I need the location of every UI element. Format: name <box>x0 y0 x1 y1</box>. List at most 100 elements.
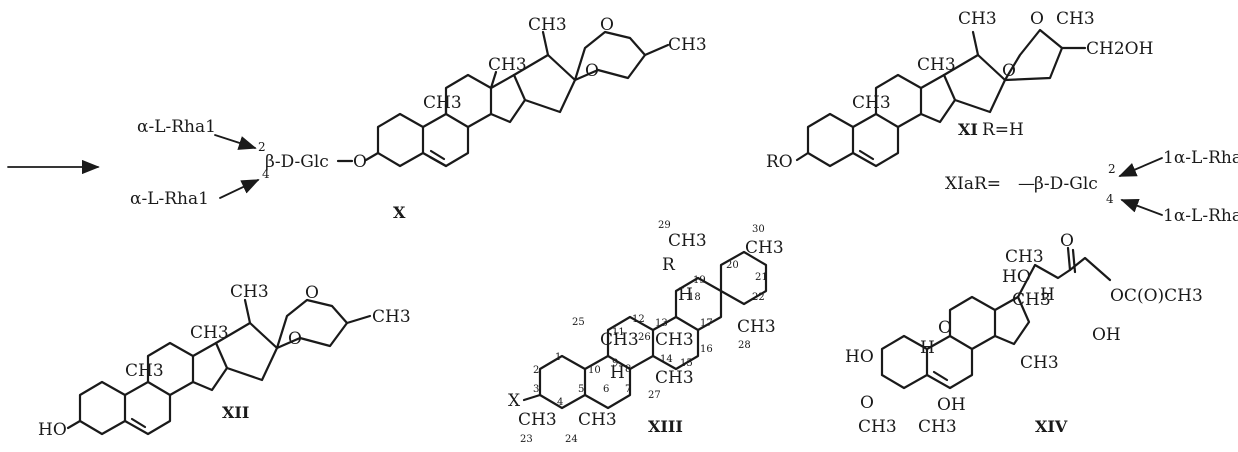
xi-r-def: R=H <box>982 120 1024 140</box>
xiv-ester: OC(O)CH3 <box>1110 286 1203 306</box>
xiii-num-24: 24 <box>565 434 578 445</box>
xi-ch3-18: CH3 <box>917 55 956 75</box>
xiii-ch3-27: CH3 <box>655 368 694 388</box>
xiii-num-18: 18 <box>688 292 701 303</box>
xia-arrow-top <box>1118 157 1163 177</box>
xiii-label: XIII <box>648 417 683 436</box>
xia-link-4: 4 <box>1106 192 1114 206</box>
xii-o-ring-top: O <box>305 283 319 303</box>
xiii-num-20: 20 <box>726 260 739 271</box>
xiii-ch3-23: CH3 <box>518 410 557 430</box>
xiv-ring-c <box>948 295 997 351</box>
xiii-ring-b <box>583 354 632 410</box>
xii-ring-d <box>191 341 229 392</box>
x-sugar-bottom: α-L-Rha1 <box>130 189 209 209</box>
xiii-num-9: 9 <box>612 358 618 369</box>
xiii-num-4: 4 <box>557 397 563 408</box>
x-sugar-top: α-L-Rha1 <box>137 117 216 137</box>
xi-ring-c <box>874 73 923 129</box>
xi-ch3-21: CH3 <box>958 9 997 29</box>
x-ring-a <box>376 112 425 168</box>
x-link-arrow-bottom <box>219 179 260 199</box>
xiii-num-6: 6 <box>603 384 609 395</box>
xiii-ch3-24: CH3 <box>578 410 617 430</box>
xiii-h9: H <box>610 363 625 383</box>
xiv-oh11: OH <box>937 395 966 415</box>
xii-label: XII <box>222 403 249 422</box>
xiv-ch3-e: CH3 <box>918 417 957 437</box>
x-o-ring-side: O <box>585 61 599 81</box>
xii-ho: HO <box>38 420 67 440</box>
xiii-num-12: 12 <box>632 314 645 325</box>
xiii-num-13: 13 <box>655 318 668 329</box>
molecule-x: α-L-Rha1 α-L-Rha1 2 4 β-D-Glc O CH3 CH3 … <box>130 15 707 222</box>
xi-ch3-25: CH3 <box>1056 9 1095 29</box>
xiv-ring-b <box>925 334 974 390</box>
xiv-ho2: HO <box>845 347 874 367</box>
xiii-num-1: 1 <box>555 352 561 363</box>
xiii-num-30: 30 <box>752 224 765 235</box>
xi-ring-b <box>851 112 900 168</box>
xi-ring-f <box>1003 28 1064 82</box>
x-ch3-18: CH3 <box>488 55 527 75</box>
x-oxygen-3: O <box>353 152 367 172</box>
xiii-num-11: 11 <box>612 327 625 338</box>
xiv-o3: O <box>860 393 874 413</box>
xiv-side-chain <box>1016 256 1112 299</box>
x-link-arrow-top <box>214 134 257 150</box>
xiii-num-2: 2 <box>533 365 539 376</box>
xiii-ring-d <box>651 315 700 371</box>
xii-ch3-27: CH3 <box>372 307 411 327</box>
molecule-xi: RO CH3 CH3 CH3 CH3 CH2OH O O XI R=H <box>766 9 1153 172</box>
xiv-o22: O <box>1060 231 1074 251</box>
xii-ring-f <box>275 298 349 350</box>
xia-link-2: 2 <box>1108 162 1116 176</box>
xia-arrow-bottom <box>1120 198 1163 216</box>
xiii-num-28: 28 <box>738 340 751 351</box>
x-link-2: 2 <box>258 140 266 154</box>
xiii-num-27: 27 <box>648 390 661 401</box>
xii-ring-a <box>78 380 127 436</box>
xi-label: XI <box>958 120 978 139</box>
xiv-ch3-b: CH3 <box>1012 290 1051 310</box>
xi-ring-d <box>919 73 957 124</box>
xiii-num-5: 5 <box>578 384 584 395</box>
xiii-num-17: 17 <box>700 318 713 329</box>
xiii-num-23: 23 <box>520 434 533 445</box>
xii-ch3-21: CH3 <box>230 282 269 302</box>
xiii-x: X <box>508 391 521 411</box>
xiv-h17: H <box>1040 285 1055 305</box>
x-label: X <box>393 203 406 222</box>
xiv-ho20: HO <box>1002 267 1031 287</box>
xiii-h18: H <box>678 285 693 305</box>
x-ring-d <box>489 73 527 124</box>
xiii-ring-c <box>606 315 655 371</box>
xiv-ring-d <box>993 295 1031 346</box>
xiii-num-8: 8 <box>625 364 631 375</box>
xiii-num-14: 14 <box>660 354 673 365</box>
x-double-bond <box>428 155 448 168</box>
x-ch3-19: CH3 <box>423 93 462 113</box>
xiii-num-29: 29 <box>658 220 671 231</box>
xi-o-ring-top: O <box>1030 9 1044 29</box>
xiii-ch3-28: CH3 <box>737 317 776 337</box>
molecule-xia: XIaR= — β-D-Glc 2 4 1α-L-Rha 1α-L-Rha <box>945 148 1238 226</box>
xiii-num-25: 25 <box>572 317 585 328</box>
xiii-num-10: 10 <box>588 365 601 376</box>
molecule-xii: HO CH3 CH3 CH3 CH3 O O XII <box>38 282 411 440</box>
molecule-xiv: HO O O O HO OH OH H H CH3 CH3 CH3 CH3 CH… <box>845 231 1203 437</box>
xii-o-ring-side: O <box>288 329 302 349</box>
xiii-num-7: 7 <box>625 384 631 395</box>
xiii-num-19: 19 <box>693 275 706 286</box>
xiii-r: R <box>662 255 676 275</box>
x-o-ring-top: O <box>600 15 614 35</box>
xia-sugar-bottom: 1α-L-Rha <box>1163 206 1238 226</box>
x-ring-c <box>444 73 493 129</box>
xii-ring-b <box>123 380 172 436</box>
xiii-num-15: 15 <box>680 358 693 369</box>
x-ch3-21: CH3 <box>528 15 567 35</box>
xii-ring-c <box>146 341 195 397</box>
xiv-ch3-a: CH3 <box>1005 247 1044 267</box>
